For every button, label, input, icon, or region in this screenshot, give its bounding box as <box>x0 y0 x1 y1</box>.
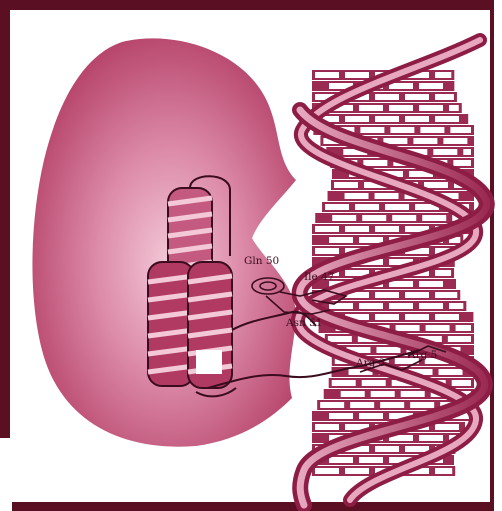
base-pair <box>443 138 467 144</box>
base-pair <box>375 446 399 452</box>
base-pair <box>449 303 463 309</box>
base-pair <box>435 292 457 298</box>
base-pair <box>405 94 429 100</box>
base-pair <box>389 105 413 111</box>
helix-3 <box>188 262 232 388</box>
base-pair <box>345 72 369 78</box>
base-pair <box>389 281 413 287</box>
base-pair <box>463 149 471 155</box>
frame-right-edge <box>494 0 502 511</box>
base-pair <box>435 72 451 78</box>
base-pair <box>419 281 443 287</box>
base-pair <box>375 226 399 232</box>
base-pair <box>355 204 379 210</box>
base-pair <box>375 193 399 199</box>
base-pair <box>360 127 384 133</box>
base-pair <box>389 83 413 89</box>
base-pair <box>419 83 443 89</box>
base-pair <box>419 105 443 111</box>
base-pair <box>450 127 471 133</box>
base-pair <box>456 325 471 331</box>
base-pair <box>362 215 386 221</box>
base-pair <box>419 435 443 441</box>
base-pair <box>345 193 369 199</box>
base-pair <box>329 457 353 463</box>
base-pair <box>435 270 451 276</box>
base-pair <box>435 468 452 474</box>
base-pair <box>439 369 463 375</box>
base-pair <box>332 380 356 386</box>
base-pair <box>426 325 450 331</box>
base-pair <box>392 215 416 221</box>
base-pair <box>376 347 400 353</box>
base-pair <box>359 237 383 243</box>
base-pair <box>350 402 374 408</box>
base-pair <box>452 380 471 386</box>
base-pair <box>405 116 429 122</box>
base-pair <box>328 336 352 342</box>
base-pair <box>375 314 399 320</box>
base-pair <box>405 446 429 452</box>
label-gln50: Gln 50 <box>244 255 279 267</box>
base-pair <box>345 116 369 122</box>
base-pair <box>375 94 399 100</box>
label-asn51: Asn 51 <box>285 317 322 329</box>
base-pair <box>419 303 443 309</box>
base-pair <box>375 116 399 122</box>
base-pair <box>410 402 434 408</box>
base-pair <box>422 215 446 221</box>
base-pair <box>345 226 369 232</box>
base-pair <box>315 468 339 474</box>
base-pair <box>385 204 409 210</box>
base-pair <box>363 160 387 166</box>
base-pair <box>359 413 383 419</box>
base-pair <box>315 424 339 430</box>
base-pair <box>424 182 448 188</box>
base-pair <box>405 292 429 298</box>
base-pair <box>315 72 339 78</box>
base-pair <box>375 292 399 298</box>
base-pair <box>435 116 459 122</box>
base-pair <box>329 237 353 243</box>
base-pair <box>401 391 425 397</box>
label-arg3: Arg 3 <box>355 357 385 369</box>
base-pair <box>449 105 459 111</box>
base-pair <box>315 248 339 254</box>
base-pair <box>435 424 459 430</box>
frame-bottom-strip <box>0 438 12 511</box>
base-pair <box>420 127 444 133</box>
base-pair <box>325 204 349 210</box>
base-pair <box>433 149 457 155</box>
base-pair <box>359 105 383 111</box>
base-pair <box>453 160 471 166</box>
base-pair <box>383 138 407 144</box>
base-pair <box>396 325 420 331</box>
base-pair <box>413 138 437 144</box>
base-pair <box>362 380 386 386</box>
base-pair <box>390 127 414 133</box>
base-pair <box>332 215 356 221</box>
label-arg5: Arg 5 <box>407 349 437 361</box>
base-pair <box>448 336 471 342</box>
base-pair <box>435 314 459 320</box>
base-pair <box>329 413 353 419</box>
base-pair <box>359 303 383 309</box>
base-pair <box>405 314 429 320</box>
base-pair <box>334 182 358 188</box>
base-pair <box>435 94 454 100</box>
base-pair <box>320 402 344 408</box>
label-ile47: Ile 47 <box>304 271 334 283</box>
base-pair <box>389 303 413 309</box>
base-pair <box>371 391 395 397</box>
base-pair <box>315 226 339 232</box>
base-pair <box>345 468 369 474</box>
base-pair <box>359 457 383 463</box>
base-pair <box>341 391 365 397</box>
base-pair <box>380 402 404 408</box>
